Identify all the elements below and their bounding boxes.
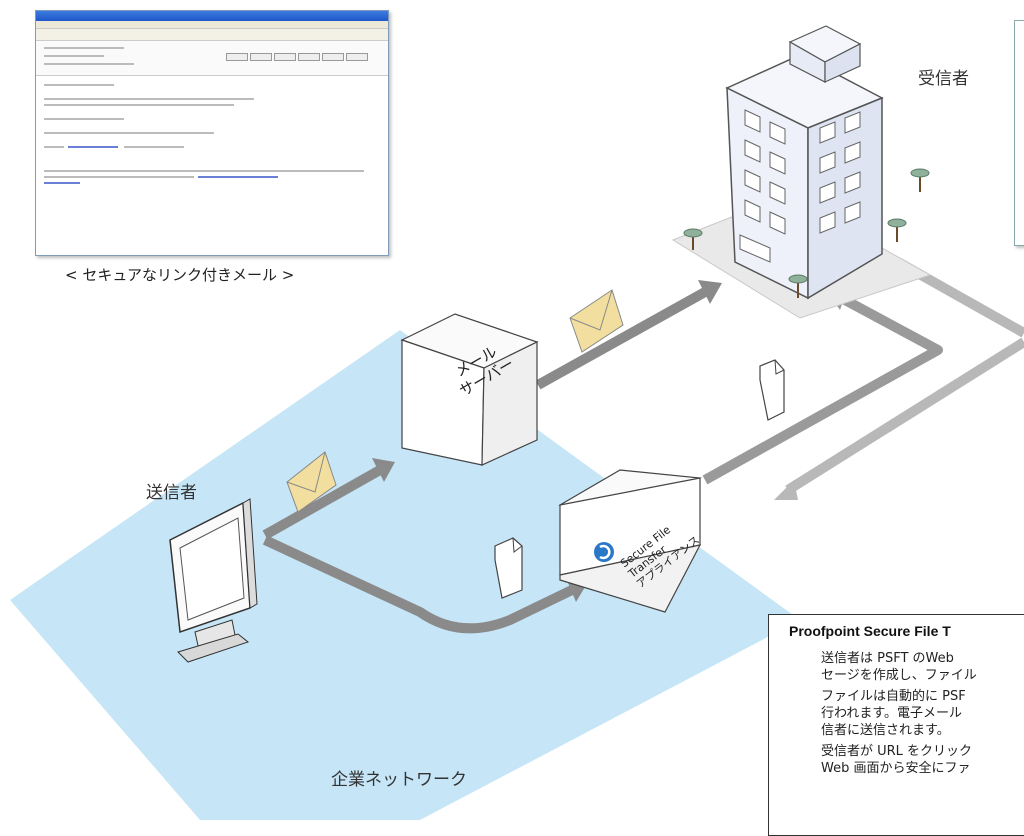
arrow-appliance-to-recipient bbox=[702, 295, 943, 485]
arrow-mailserver-to-recipient bbox=[535, 287, 708, 390]
arrows bbox=[262, 257, 1024, 634]
download-page-screenshot bbox=[1014, 20, 1024, 246]
mail-body bbox=[36, 76, 388, 246]
building-right-face bbox=[807, 96, 883, 300]
network-label: 企業ネットワーク bbox=[331, 770, 467, 790]
arrow-sender-to-appliance bbox=[262, 535, 575, 634]
mail-server-box bbox=[400, 313, 539, 466]
info-text-line: セージを作成し、ファイル bbox=[821, 668, 977, 683]
info-box: Proofpoint Secure File T 送信者は PSFT のWeb … bbox=[768, 614, 1024, 836]
recipient-building bbox=[671, 25, 932, 319]
info-text-line: 送信者は PSFT のWeb bbox=[821, 651, 954, 666]
mail-server-side bbox=[481, 341, 538, 466]
arrow-sender-to-mailserver bbox=[262, 465, 383, 540]
secure-mail-screenshot bbox=[35, 10, 389, 256]
info-box-title: Proofpoint Secure File T bbox=[789, 623, 951, 639]
window-titlebar bbox=[36, 11, 388, 21]
file-icon bbox=[759, 359, 785, 421]
mail-header bbox=[36, 41, 388, 76]
file-icon bbox=[494, 537, 523, 599]
envelope-icon bbox=[286, 451, 337, 513]
info-text-line: 受信者が URL をクリック bbox=[821, 744, 973, 759]
appliance-logo-mark bbox=[599, 544, 611, 560]
recipient-label: 受信者 bbox=[918, 69, 969, 89]
info-text-line: Web 画面から安全にファ bbox=[821, 761, 971, 776]
sender-monitor-icon bbox=[169, 498, 258, 663]
envelope-icon bbox=[569, 289, 624, 353]
building-roof-box-front bbox=[824, 43, 861, 83]
trees bbox=[683, 168, 930, 298]
window-menubar bbox=[36, 21, 388, 29]
building-windows bbox=[739, 109, 861, 263]
sender-label: 送信者 bbox=[146, 483, 197, 503]
appliance-logo-icon bbox=[594, 542, 614, 562]
appliance-box bbox=[558, 469, 702, 613]
arrowhead bbox=[774, 480, 798, 500]
window-toolbar bbox=[36, 29, 388, 41]
arrowhead bbox=[372, 458, 395, 482]
info-text-line: 信者に送信されます。 bbox=[821, 723, 950, 738]
corporate-network-area bbox=[10, 330, 800, 820]
appliance-bottom bbox=[559, 544, 702, 613]
info-text-line: ファイルは自動的に PSF bbox=[821, 689, 966, 704]
info-text-line: 行われます。電子メール bbox=[821, 706, 963, 721]
arrowhead bbox=[698, 280, 722, 304]
mail-caption: < セキュアなリンク付きメール > bbox=[65, 266, 295, 284]
